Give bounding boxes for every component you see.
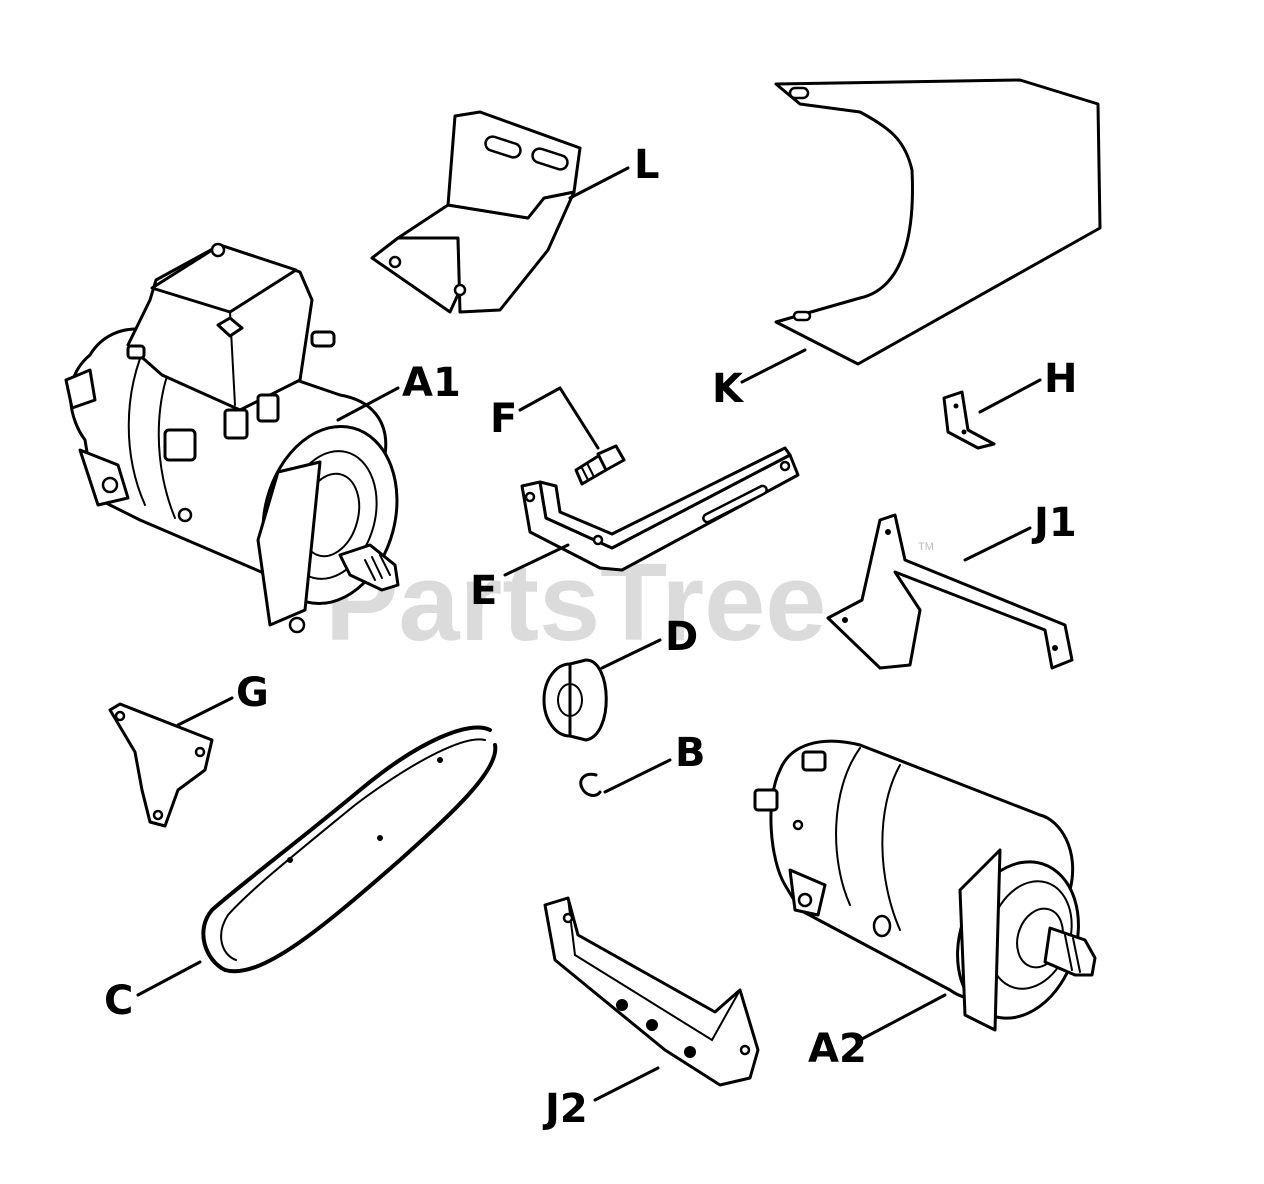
label-h: H [1044, 356, 1077, 402]
leader-j2 [593, 1066, 660, 1102]
label-g: G [236, 670, 269, 716]
part-e-bracket[interactable] [520, 446, 800, 572]
part-f-bolt[interactable] [574, 444, 626, 486]
leader-a1 [336, 386, 400, 422]
part-d-spacer[interactable] [542, 658, 608, 742]
leader-lines [136, 166, 1042, 1102]
label-a1: A1 [402, 360, 461, 406]
leader-b [603, 758, 672, 794]
part-a2-generator[interactable] [753, 739, 1098, 1034]
label-e: E [470, 568, 497, 614]
part-j2-bracket[interactable] [543, 896, 760, 1087]
leader-h [978, 378, 1042, 414]
part-j1-bracket[interactable] [826, 513, 1074, 670]
part-l-bracket[interactable] [370, 110, 582, 314]
leader-e [503, 543, 570, 577]
watermark-trademark: TM [918, 541, 934, 553]
part-g-bracket[interactable] [108, 702, 214, 828]
part-k-shield[interactable] [774, 78, 1102, 366]
part-c-belt[interactable] [201, 725, 498, 974]
leader-g [176, 696, 234, 727]
leader-a2 [858, 993, 947, 1042]
label-c: C [104, 978, 133, 1024]
label-d: D [665, 614, 698, 660]
label-f: F [490, 396, 517, 442]
callout-labels: L K A1 F H E J1 D G B C J2 A2 [104, 142, 1077, 1132]
leader-f [518, 386, 600, 450]
label-b: B [675, 730, 706, 776]
leader-l [568, 166, 630, 200]
part-h-clip[interactable] [942, 390, 996, 450]
label-j1: J1 [1031, 500, 1077, 546]
label-k: K [712, 366, 745, 412]
leader-c [136, 960, 202, 997]
watermark-text: PartsTree [325, 541, 826, 664]
leader-d [600, 638, 662, 670]
part-b-ring[interactable] [579, 772, 602, 797]
label-j2: J2 [542, 1086, 588, 1132]
label-l: L [634, 142, 660, 188]
part-a1-generator[interactable] [64, 242, 416, 634]
leader-k [740, 348, 807, 384]
leader-j1 [963, 526, 1032, 562]
label-a2: A2 [808, 1026, 867, 1072]
